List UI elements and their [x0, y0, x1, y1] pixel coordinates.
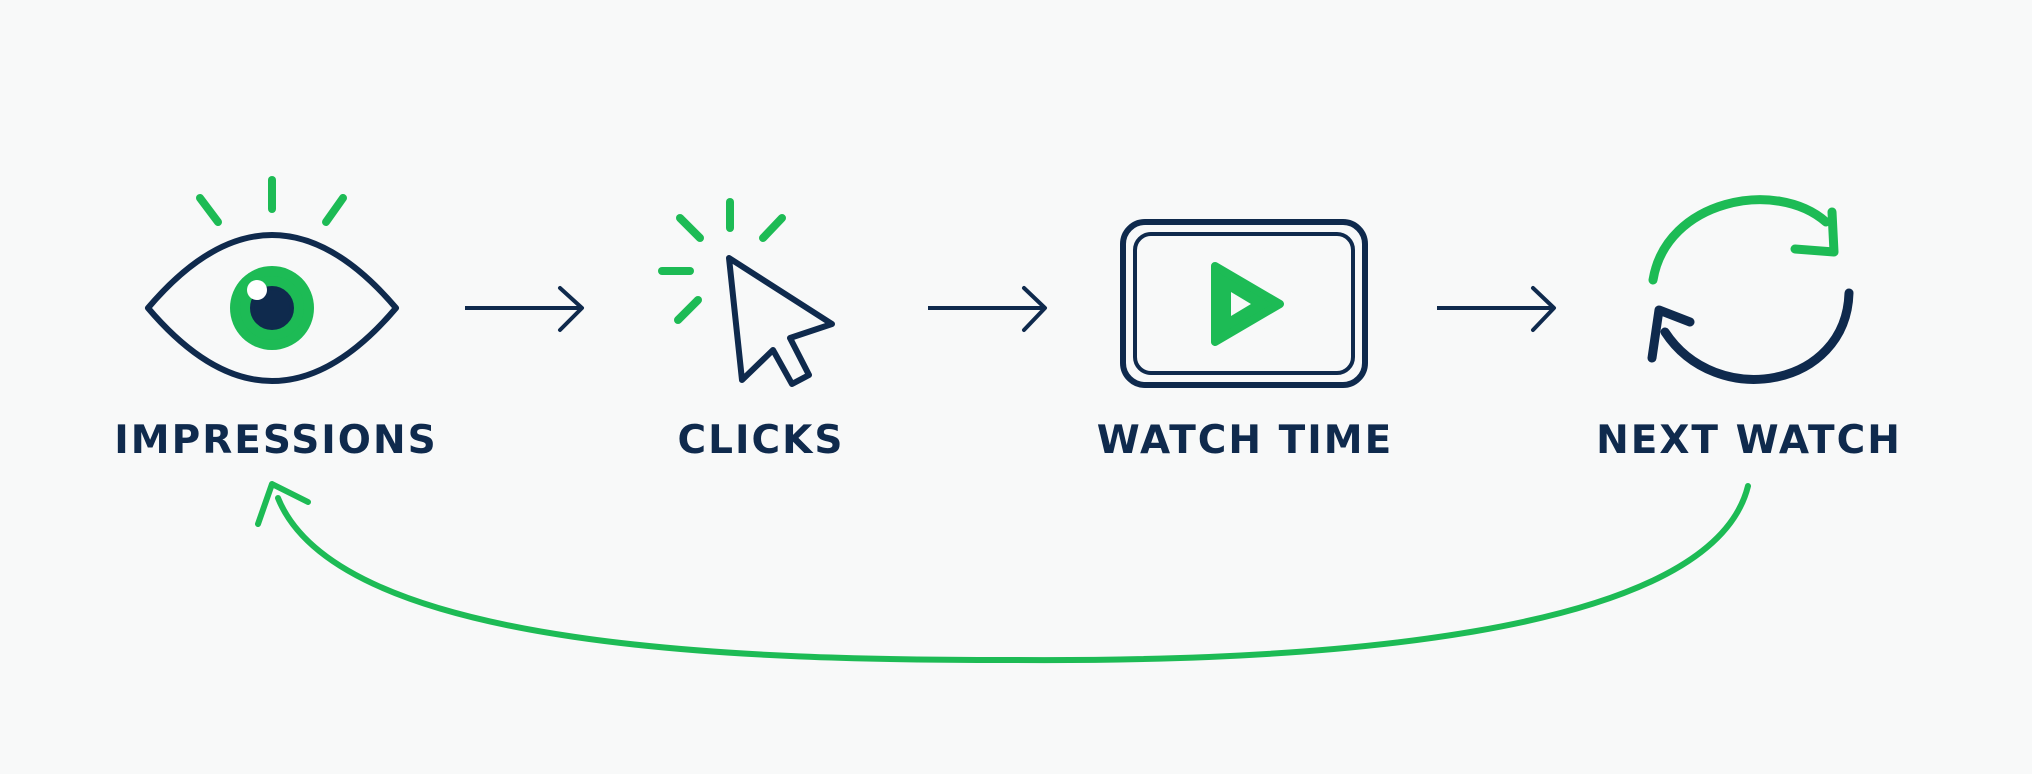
step-label-next-watch: NEXT WATCH	[1596, 418, 1902, 463]
arrow-right-icon	[928, 286, 1047, 332]
arrow-right-icon	[465, 286, 584, 332]
cursor-click-icon	[658, 198, 835, 387]
refresh-cycle-icon	[1647, 195, 1854, 384]
eye-icon	[145, 176, 399, 384]
step-label-watch-time: WATCH TIME	[1097, 418, 1393, 463]
step-label-impressions: IMPRESSIONS	[114, 418, 437, 463]
loop-back-arrow-icon	[255, 481, 1751, 664]
video-player-icon	[1120, 219, 1368, 388]
arrow-right-icon	[1437, 286, 1556, 332]
step-label-clicks: CLICKS	[678, 418, 845, 463]
